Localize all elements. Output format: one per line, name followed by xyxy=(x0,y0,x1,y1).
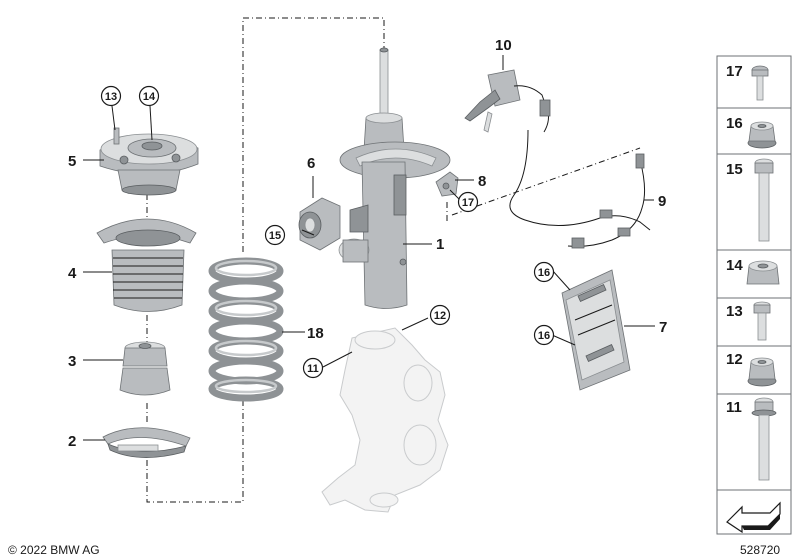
svg-text:17: 17 xyxy=(462,197,474,209)
svg-text:11: 11 xyxy=(307,363,319,375)
wiring-harness xyxy=(509,129,651,249)
dust-cover xyxy=(96,218,197,312)
sidebar-item-13: 13 xyxy=(716,297,792,347)
flange-nut-icon xyxy=(747,357,777,387)
bump-stop xyxy=(119,341,171,396)
callout-9: 9 xyxy=(658,193,666,210)
sensor-bracket xyxy=(435,171,459,197)
hex-nut-icon xyxy=(746,260,780,285)
svg-text:13: 13 xyxy=(726,303,743,320)
callout-6: 6 xyxy=(307,155,315,172)
bolt-with-flange-icon xyxy=(751,65,769,101)
svg-text:16: 16 xyxy=(726,115,743,132)
coil-spring xyxy=(208,257,284,402)
callout-1: 1 xyxy=(436,236,444,253)
sidebar-item-17: 17 xyxy=(716,55,792,109)
circled-callout-14: 14 xyxy=(138,85,160,107)
assembly-guide-line xyxy=(242,17,385,255)
direction-arrow-icon xyxy=(726,501,781,534)
sidebar-item-11: 11 xyxy=(716,393,792,491)
svg-text:15: 15 xyxy=(726,161,743,178)
circled-callout-12: 12 xyxy=(429,304,451,326)
callout-7: 7 xyxy=(659,319,667,336)
circled-callout-15: 15 xyxy=(264,224,286,246)
copyright-text: © 2022 BMW AG xyxy=(8,543,100,557)
sidebar-arrow-box xyxy=(716,489,792,535)
image-number: 528720 xyxy=(740,543,780,557)
sidebar-item-12: 12 xyxy=(716,345,792,395)
short-bolt-icon xyxy=(753,301,771,341)
callout-8: 8 xyxy=(478,173,486,190)
hex-bolt-long-icon xyxy=(754,158,774,242)
callout-10: 10 xyxy=(495,37,512,54)
svg-text:12: 12 xyxy=(726,351,743,368)
spring-seat xyxy=(102,427,191,458)
callout-5: 5 xyxy=(68,153,76,170)
leader-lines xyxy=(83,55,655,441)
sidebar-item-16: 16 xyxy=(716,107,792,155)
flange-nut-icon xyxy=(747,121,777,149)
sidebar-item-14: 14 xyxy=(716,249,792,299)
rubber-bushing xyxy=(298,197,341,251)
svg-text:15: 15 xyxy=(269,230,281,242)
circled-callout-11: 11 xyxy=(302,357,324,379)
control-unit xyxy=(561,269,631,391)
svg-text:17: 17 xyxy=(726,63,743,80)
circled-callout-17: 17 xyxy=(457,191,479,213)
shock-absorber-strut xyxy=(338,47,451,309)
sidebar-item-15: 15 xyxy=(716,153,792,251)
svg-text:16: 16 xyxy=(538,330,550,342)
top-mount xyxy=(99,127,199,196)
fastener-sidebar: 17 16 15 xyxy=(716,55,792,535)
callout-3: 3 xyxy=(68,353,76,370)
assembly-guide-line-bottom xyxy=(146,400,244,503)
ride-height-sensor xyxy=(464,69,551,133)
callout-4: 4 xyxy=(68,265,77,282)
circled-callout-16-upper: 16 xyxy=(533,261,555,283)
svg-text:14: 14 xyxy=(726,257,743,274)
long-bolt-icon xyxy=(751,397,777,481)
svg-text:12: 12 xyxy=(434,310,446,322)
svg-text:14: 14 xyxy=(143,91,156,103)
circled-callout-13: 13 xyxy=(100,85,122,107)
circled-callout-16-lower: 16 xyxy=(533,324,555,346)
svg-text:16: 16 xyxy=(538,267,550,279)
callout-18: 18 xyxy=(307,325,324,342)
callout-2: 2 xyxy=(68,433,76,450)
svg-text:11: 11 xyxy=(726,399,742,416)
wheel-carrier-ghost xyxy=(321,327,449,513)
callouts: 5 4 3 2 1 6 8 9 10 7 18 13 14 15 17 16 xyxy=(68,37,667,450)
svg-text:13: 13 xyxy=(105,91,117,103)
